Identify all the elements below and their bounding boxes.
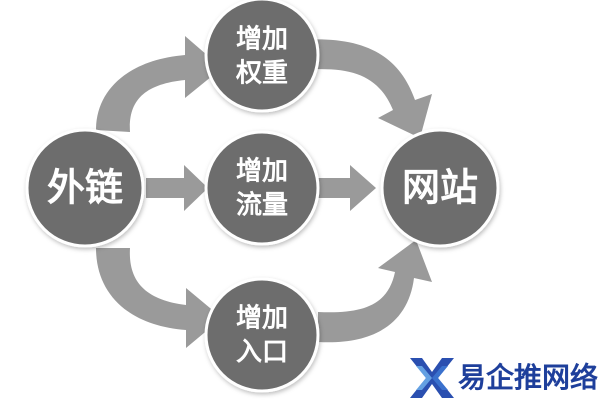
node-target-circle [380,128,500,248]
node-weight: 增加 权重 [204,0,320,113]
node-target-label: 网站 [402,166,478,210]
node-traffic-line1: 增加 [236,156,288,187]
node-target: 网站 [380,128,500,248]
watermark-text: 易企推网络 [458,361,598,394]
arrow-entry-to-target [318,240,432,343]
arrow-source-to-entry [96,248,222,348]
node-traffic-circle [204,130,320,246]
node-weight-circle [204,0,320,113]
node-source: 外链 [25,128,145,248]
node-weight-line1: 增加 [236,24,288,55]
node-entry-line2: 入口 [236,338,288,368]
arrow-source-to-traffic [146,165,208,211]
arrows [96,36,432,348]
node-entry-circle [204,277,320,393]
arrow-source-to-weight [96,36,222,132]
node-entry: 增加 入口 [204,277,320,393]
watermark: 易企推网络 [410,358,598,398]
node-traffic: 增加 流量 [204,130,320,246]
node-traffic-line2: 流量 [236,191,288,221]
arrow-traffic-to-target [318,165,376,211]
arrow-weight-to-target [300,39,432,138]
watermark-logo-icon [410,358,454,398]
node-source-circle [25,128,145,248]
node-source-label: 外链 [47,166,123,210]
node-weight-line2: 权重 [235,59,288,89]
node-entry-line1: 增加 [236,303,288,334]
